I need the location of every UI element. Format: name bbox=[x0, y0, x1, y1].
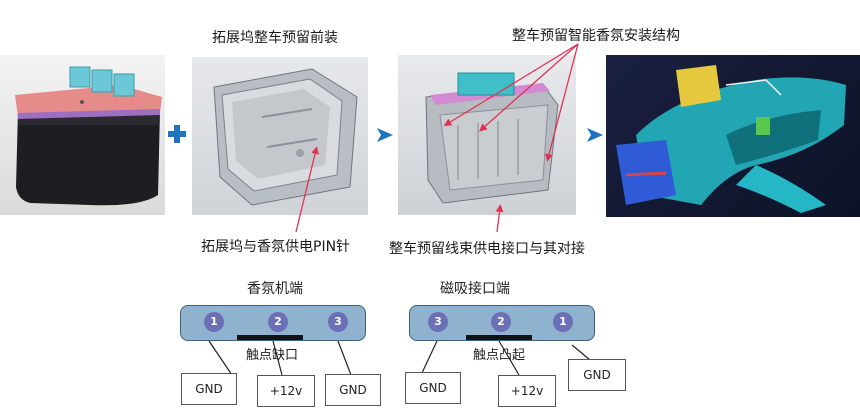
tray-mount-image bbox=[192, 57, 368, 215]
pin-label-box: +12v bbox=[498, 375, 556, 407]
contact-notch-marker bbox=[237, 335, 303, 340]
dock-module-image bbox=[0, 55, 165, 215]
pin-badge: 2 bbox=[268, 312, 288, 332]
flow-arrow-icon bbox=[585, 125, 605, 149]
pin-label-box: GND bbox=[325, 374, 381, 406]
pin-badge: 1 bbox=[553, 312, 573, 332]
vehicle-console-cad-image bbox=[606, 55, 860, 217]
label-dock-pre-install: 拓展坞整车预留前装 bbox=[212, 30, 338, 46]
pin-label-box: +12v bbox=[257, 375, 315, 407]
feature-label-notch: 触点缺口 bbox=[246, 348, 299, 363]
pin-badge: 2 bbox=[491, 312, 511, 332]
plus-icon bbox=[168, 125, 186, 143]
flow-arrow-icon bbox=[375, 125, 395, 149]
connector-title-fragrance-end: 香氛机端 bbox=[247, 281, 303, 297]
label-harness-power-interface: 整车预留线束供电接口与其对接 bbox=[389, 241, 585, 257]
pin-badge: 3 bbox=[428, 312, 448, 332]
pin-badge: 1 bbox=[204, 312, 224, 332]
feature-label-bump: 触点凸起 bbox=[473, 348, 526, 363]
label-dock-power-pin: 拓展坞与香氛供电PIN针 bbox=[201, 239, 351, 255]
tray-with-connector-image bbox=[398, 55, 576, 215]
pin-badge: 3 bbox=[328, 312, 348, 332]
label-fragrance-mount-structure: 整车预留智能香氛安装结构 bbox=[512, 28, 680, 44]
contact-bump-marker bbox=[466, 335, 532, 340]
connector-title-magnetic-end: 磁吸接口端 bbox=[440, 281, 510, 297]
pin-label-box: GND bbox=[568, 359, 626, 391]
pin-label-box: GND bbox=[181, 373, 237, 405]
pin-label-box: GND bbox=[405, 372, 461, 404]
